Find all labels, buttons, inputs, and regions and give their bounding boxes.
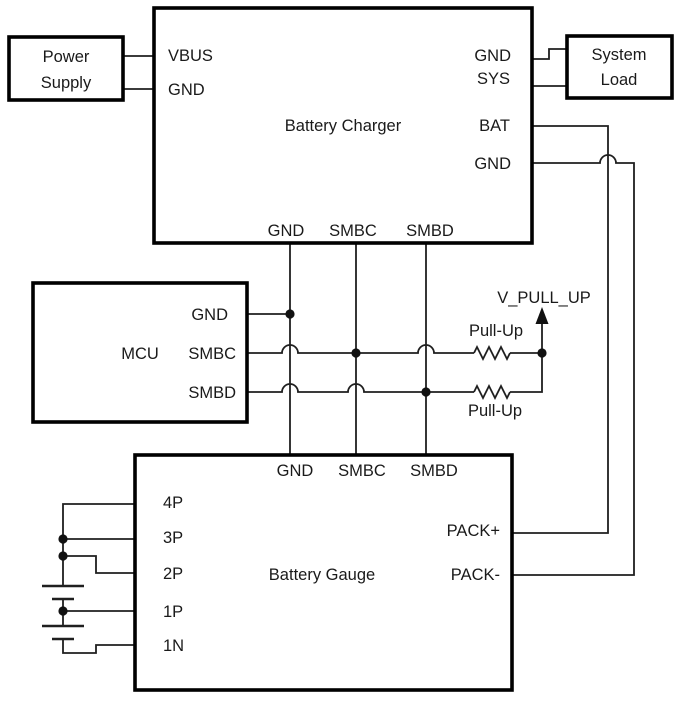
pin-label-gauge-gnd: GND [277,462,314,480]
net-label-pull-up-bottom: Pull-Up [468,402,522,420]
net-label-pull-up-top: Pull-Up [469,322,523,340]
pin-label-bat: BAT [479,117,510,135]
power-supply-title-line1: Power [43,48,90,66]
pin-label-vbus: VBUS [168,47,213,65]
mcu-title: MCU [121,345,159,363]
junction-dot [58,551,68,561]
battery-charger-box [152,6,534,245]
battery-charger-title: Battery Charger [285,117,402,135]
junction-dot [285,309,295,319]
pin-label-charger-smbc: SMBC [329,222,377,240]
vpullup-arrow-icon [535,307,549,324]
pin-label-gauge-smbd: SMBD [410,462,458,480]
pin-label-charger-smbd: SMBD [406,222,454,240]
wire-charger-gnd-to-system-load [532,48,567,60]
pin-label-3p: 3P [163,529,183,547]
pin-label-gauge-smbc: SMBC [338,462,386,480]
system-load-title-line1: System [591,46,646,64]
labels: Power Supply Battery Charger VBUS GND GN… [41,46,647,655]
power-supply-box [7,35,125,102]
junction-dot [421,387,431,397]
junction-dot [58,606,68,616]
blocks [7,6,674,692]
junction-dot [58,534,68,544]
wire-charger-gnd-to-pack-minus [512,154,635,576]
junction-dot [351,348,361,358]
resistor-pullup-top [473,344,511,362]
pin-label-2p: 2P [163,565,183,583]
wire-smbd-to-pullup-junction [510,353,543,393]
wire-bat-to-pack-plus [512,125,609,534]
battery-gauge-title: Battery Gauge [269,566,375,584]
wires [42,48,635,654]
pin-label-mcu-smbd: SMBD [188,384,236,402]
power-supply-title-line2: Supply [41,74,92,92]
wire-2p [63,555,135,574]
system-load-box [565,34,674,100]
system-load-title-line2: Load [601,71,638,89]
pin-label-sys: SYS [477,70,510,88]
mcu-box [31,281,249,424]
pin-label-charger-gnd-right-bottom: GND [474,155,511,173]
pin-label-mcu-gnd: GND [191,306,228,324]
pin-label-pack-minus: PACK- [451,566,500,584]
battery-gauge-box [133,453,514,692]
pin-label-1n: 1N [163,637,184,655]
resistor-pullup-bottom [473,383,511,401]
pin-label-charger-gnd-left: GND [168,81,205,99]
pin-label-1p: 1P [163,603,183,621]
net-label-v-pull-up: V_PULL_UP [497,289,591,307]
wire-1n [62,639,135,654]
junction-dot [537,348,547,358]
pin-label-4p: 4P [163,494,183,512]
pin-label-charger-gnd-bottom: GND [268,222,305,240]
wire-smbc-net [247,344,474,354]
pin-label-charger-gnd-right-top: GND [474,47,511,65]
wire-smbd-net [247,383,474,393]
pin-label-pack-plus: PACK+ [447,522,500,540]
pin-label-mcu-smbc: SMBC [188,345,236,363]
